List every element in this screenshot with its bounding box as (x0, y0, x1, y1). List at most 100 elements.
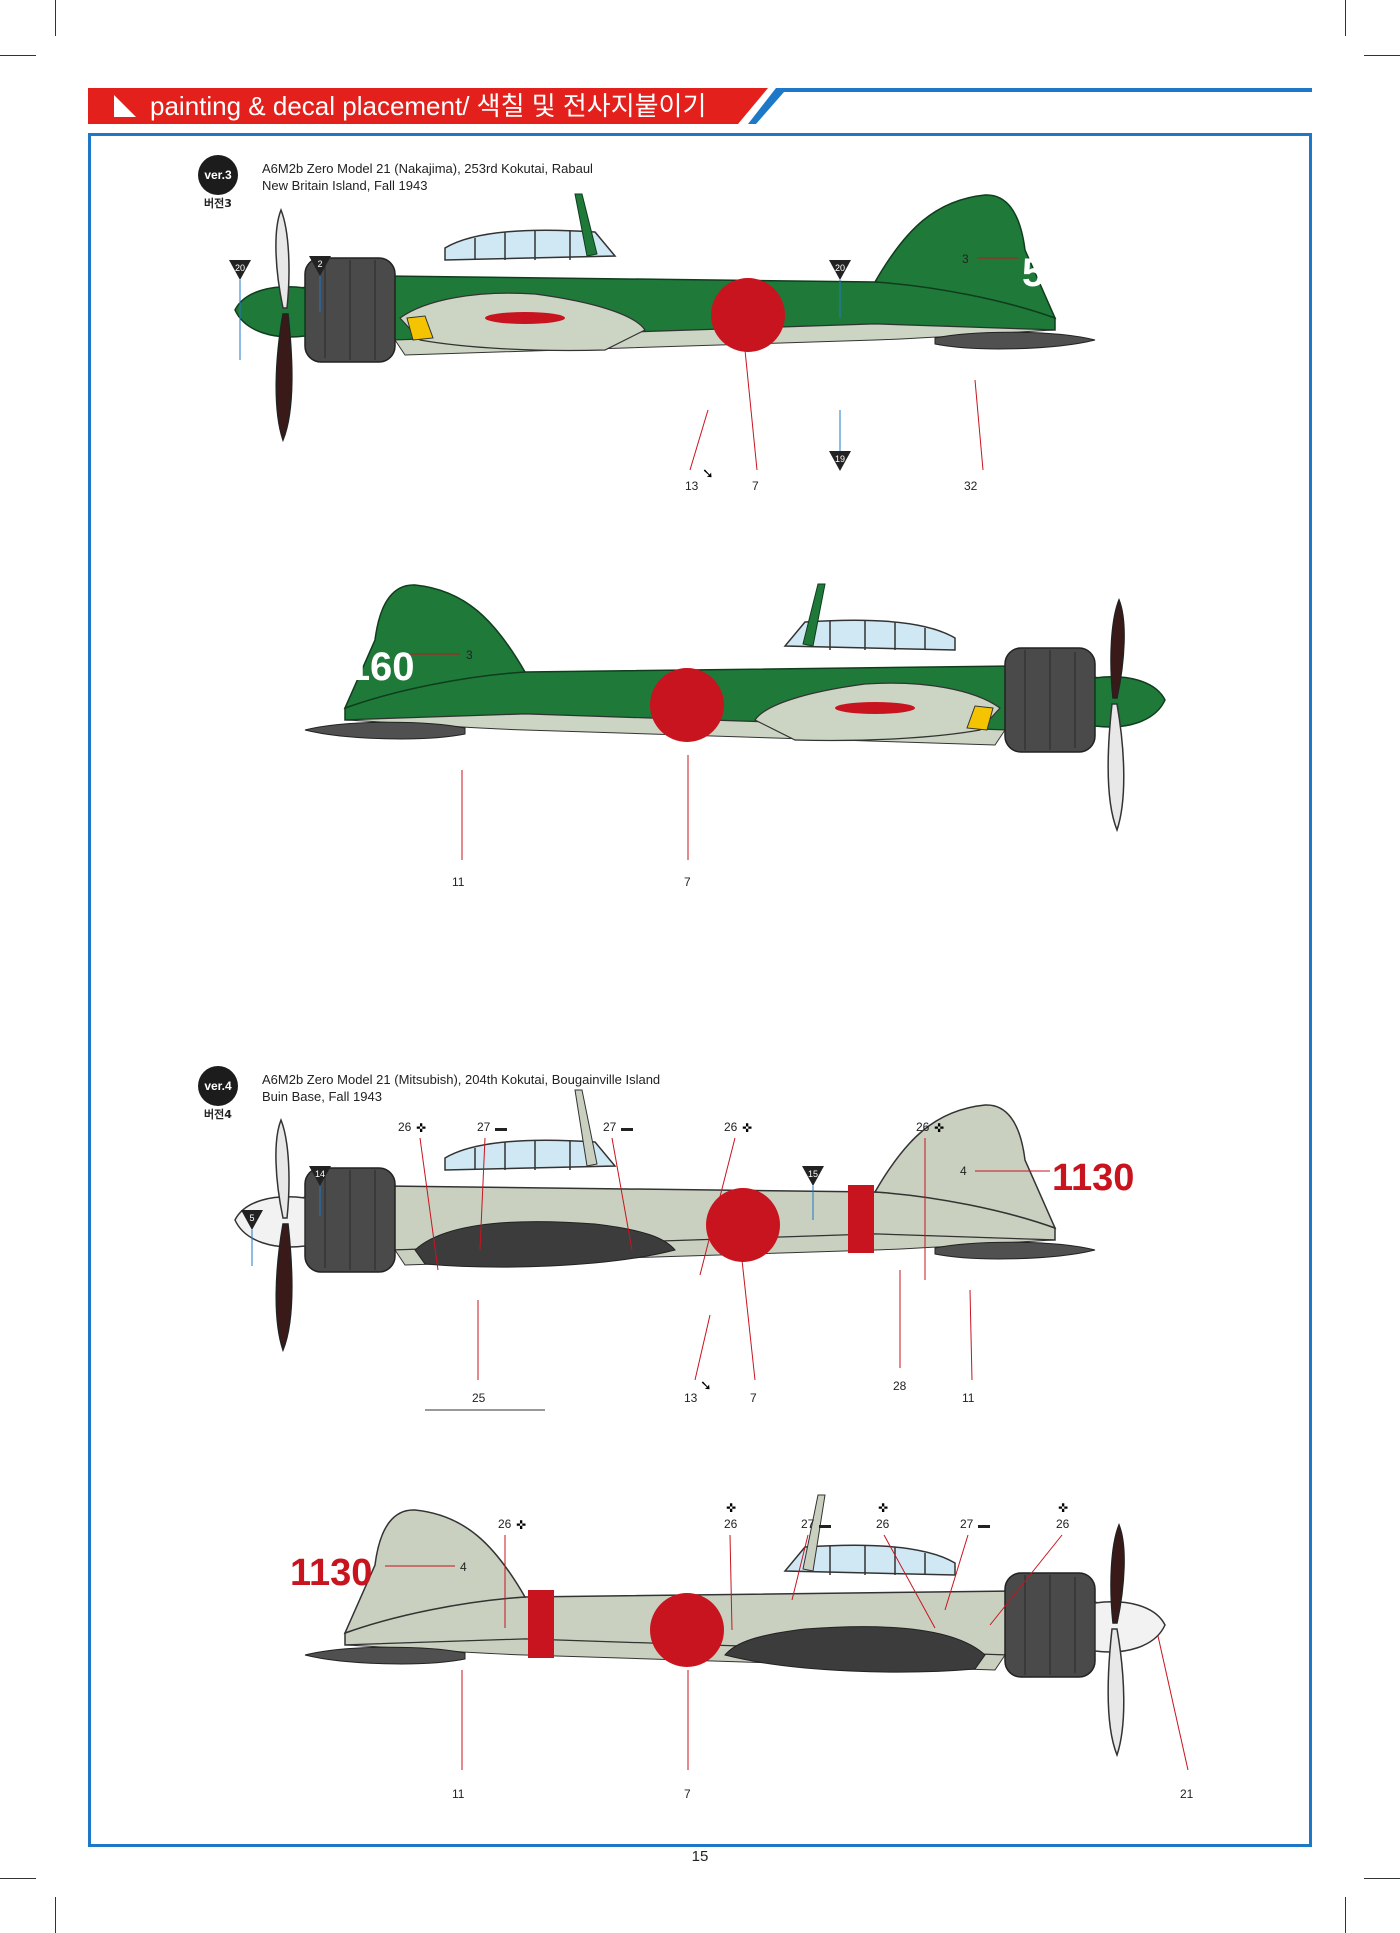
version-badge: ver.3 (198, 155, 238, 195)
svg-text:✜: ✜ (726, 1501, 736, 1515)
decal-callout: 21 (1157, 1635, 1194, 1801)
version-badge-sub: 버전3 (204, 197, 232, 210)
svg-text:➘: ➘ (700, 1377, 712, 1393)
svg-text:7: 7 (684, 875, 691, 889)
decal-callout: 13➘ (685, 409, 714, 493)
decal-callout: 3 (410, 648, 473, 662)
svg-text:27: 27 (801, 1517, 815, 1531)
svg-text:20: 20 (235, 263, 245, 273)
crop-mark (0, 1878, 36, 1879)
svg-text:4: 4 (460, 1560, 467, 1574)
decal-callout: 27 (603, 1120, 633, 1251)
decal-callout: ✜ 26 (724, 1501, 738, 1631)
ver4-right-aircraft (304, 1494, 1166, 1758)
svg-text:26: 26 (916, 1120, 930, 1134)
decal-callout: ✜ 26 (876, 1501, 936, 1629)
crop-mark (0, 55, 36, 56)
scheme-description: A6M2b Zero Model 21 (Nakajima), 253rd Ko… (262, 160, 593, 194)
decal-callout: 11 (452, 1670, 465, 1801)
tail-code: 53·160 (290, 645, 415, 689)
svg-text:7: 7 (750, 1391, 757, 1405)
color-marker: 15 (802, 1166, 824, 1220)
svg-text:7: 7 (684, 1787, 691, 1801)
svg-text:27: 27 (960, 1517, 974, 1531)
crop-mark (55, 1897, 56, 1933)
svg-text:11: 11 (452, 1787, 465, 1801)
svg-text:13: 13 (684, 1391, 698, 1405)
crop-mark (1345, 0, 1346, 36)
page-title: painting & decal placement/ 색칠 및 전사지붙이기 (150, 91, 707, 121)
svg-text:4: 4 (960, 1164, 967, 1178)
svg-text:✜: ✜ (878, 1501, 888, 1515)
decal-callout: 28 (893, 1270, 907, 1393)
ver3-right-aircraft (304, 583, 1166, 833)
decal-callout: 32 (964, 379, 984, 493)
version-badge-sub: 버전4 (204, 1108, 232, 1121)
page-number: 15 (691, 1848, 709, 1865)
svg-text:7: 7 (752, 479, 759, 493)
svg-text:13: 13 (685, 479, 699, 493)
svg-text:2: 2 (317, 259, 322, 269)
svg-text:26: 26 (876, 1517, 890, 1531)
svg-text:✜: ✜ (934, 1121, 944, 1135)
decal-callout: 7 (741, 1259, 757, 1405)
decal-callout: 11 (452, 770, 465, 889)
decal-callout: 25 (472, 1300, 486, 1405)
svg-text:26: 26 (398, 1120, 412, 1134)
version-badge: ver.4 (198, 1066, 238, 1106)
description-line: A6M2b Zero Model 21 (Mitsubish), 204th K… (262, 1072, 661, 1087)
color-marker: 19 (829, 410, 851, 471)
crop-mark (1364, 1878, 1400, 1879)
decal-callout: 27 (477, 1120, 507, 1251)
crop-mark (1364, 55, 1400, 56)
svg-text:28: 28 (893, 1379, 907, 1393)
svg-text:5: 5 (249, 1213, 254, 1223)
svg-text:11: 11 (452, 875, 465, 889)
content-frame (88, 133, 1312, 1847)
color-marker: 5 (241, 1210, 263, 1266)
decal-callout: 26✜ (398, 1120, 439, 1271)
color-marker: 2 (309, 256, 331, 312)
svg-text:27: 27 (477, 1120, 491, 1134)
svg-text:➘: ➘ (702, 465, 714, 481)
color-marker: 14 (309, 1166, 331, 1216)
svg-text:20: 20 (835, 263, 845, 273)
ver3-left-aircraft (234, 193, 1096, 443)
svg-text:19: 19 (835, 454, 845, 464)
svg-text:14: 14 (315, 1169, 325, 1179)
scheme-description: A6M2b Zero Model 21 (Mitsubish), 204th K… (262, 1071, 660, 1105)
svg-text:26: 26 (724, 1517, 738, 1531)
color-marker: 20 (229, 260, 251, 360)
svg-text:3: 3 (466, 648, 473, 662)
description-line: Buin Base, Fall 1943 (262, 1089, 382, 1104)
decal-callout: 7 (744, 349, 759, 493)
decal-callout: 11 (962, 1289, 975, 1405)
svg-text:3: 3 (962, 252, 969, 266)
decal-callout: 27 (944, 1517, 990, 1611)
decal-callout: 26✜ (498, 1517, 526, 1628)
svg-text:11: 11 (962, 1391, 975, 1405)
header-bar (88, 88, 1312, 124)
svg-text:25: 25 (472, 1391, 486, 1405)
svg-text:26: 26 (724, 1120, 738, 1134)
svg-text:32: 32 (964, 479, 978, 493)
svg-text:✜: ✜ (742, 1121, 752, 1135)
crop-mark (55, 0, 56, 36)
svg-text:21: 21 (1180, 1787, 1194, 1801)
decal-callout: 4 (385, 1560, 467, 1574)
svg-text:✜: ✜ (1058, 1501, 1068, 1515)
svg-text:26: 26 (498, 1517, 512, 1531)
ver4-left-aircraft (234, 1089, 1096, 1353)
svg-text:27: 27 (603, 1120, 617, 1134)
svg-text:15: 15 (808, 1169, 818, 1179)
decal-callout: 26 ✜ (699, 1120, 752, 1276)
color-marker: 20 (829, 260, 851, 318)
tail-code: 1130 (1052, 1157, 1134, 1199)
tail-code: 1130 (290, 1552, 372, 1594)
decal-callout: 26 ✜ (916, 1120, 944, 1280)
svg-text:26: 26 (1056, 1517, 1070, 1531)
decal-callout: 3 (962, 252, 1018, 266)
crop-mark (1345, 1897, 1346, 1933)
decal-callout: 7 (684, 755, 691, 889)
